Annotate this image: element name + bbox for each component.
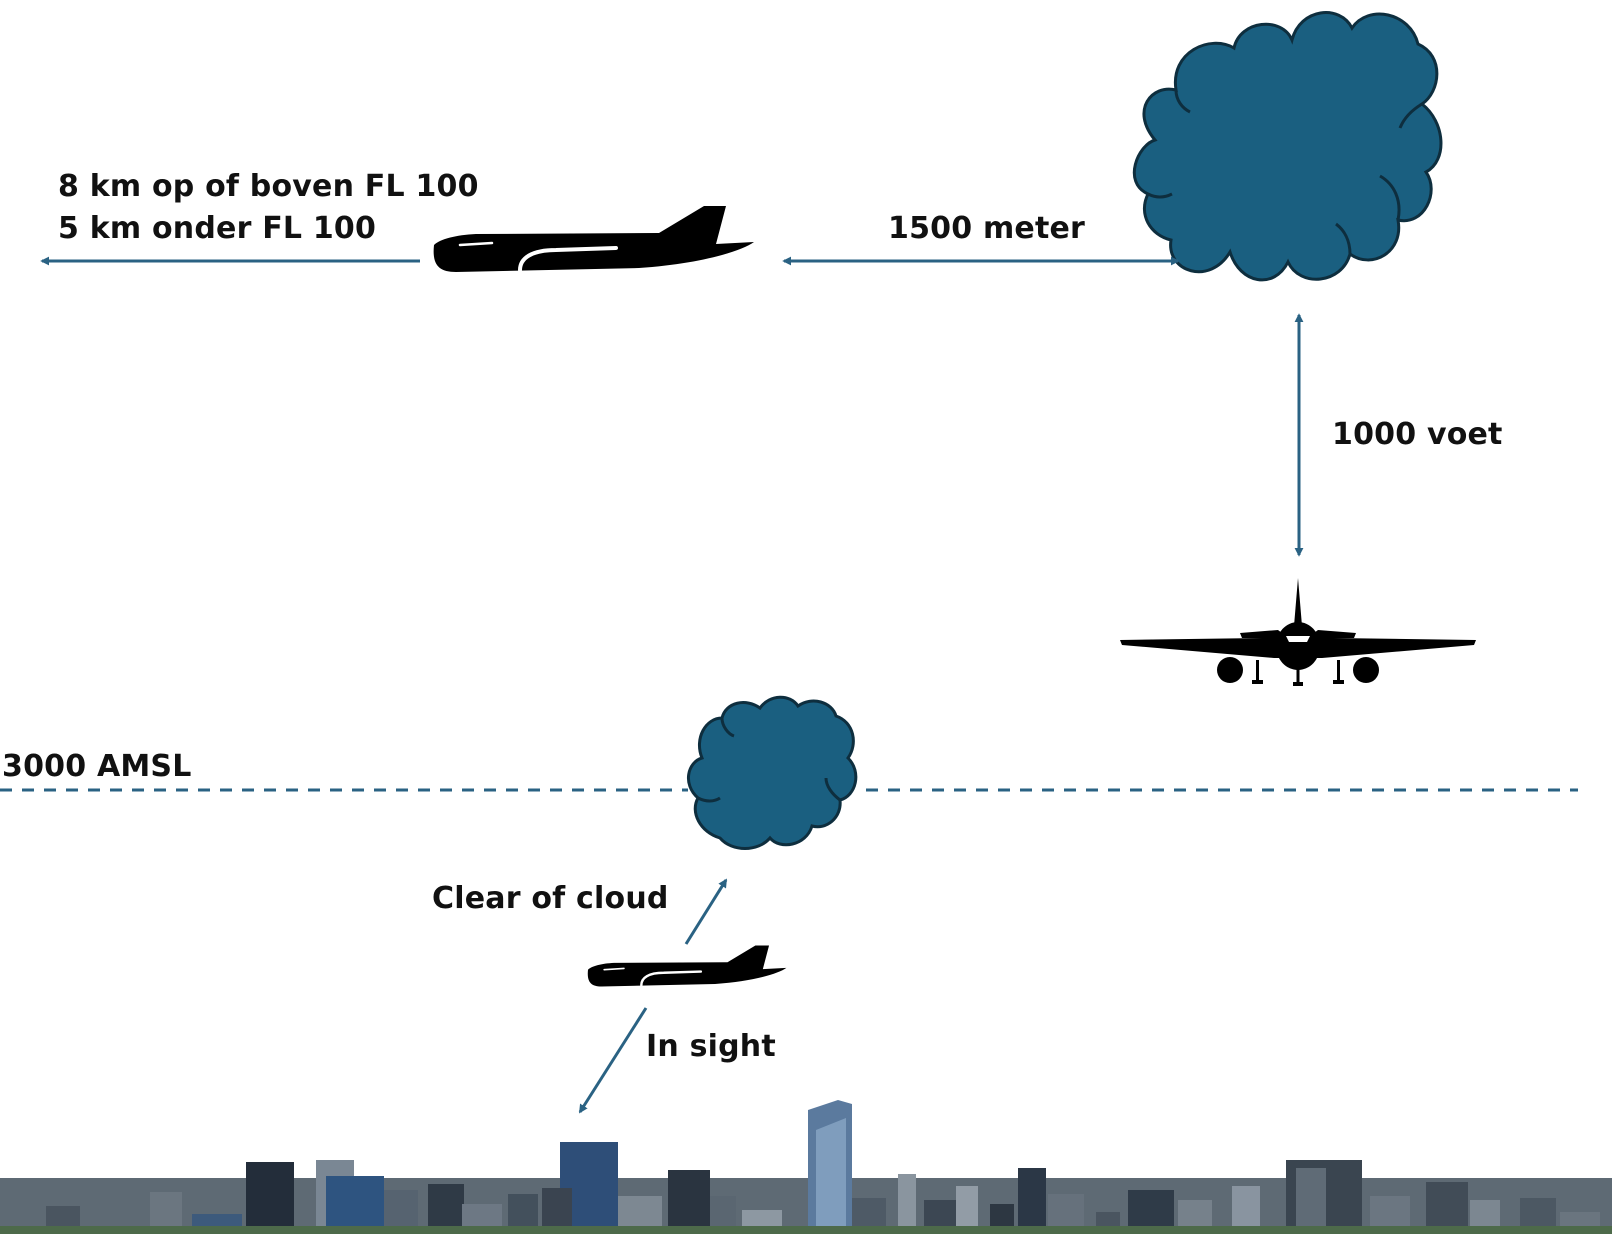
horizontal-distance-label: 1500 meter (888, 211, 1086, 246)
small-cloud-icon (687, 695, 858, 850)
large-cloud-icon (1132, 11, 1443, 282)
altitude-line-label: 3000 AMSL (2, 749, 192, 784)
visibility-above-fl100-label: 8 km op of boven FL 100 (58, 169, 479, 204)
airplane-side-icon (431, 204, 756, 274)
clear-of-cloud-arrow (684, 878, 728, 945)
airplane-front-icon (1120, 578, 1476, 686)
visibility-below-fl100-label: 5 km onder FL 100 (58, 211, 377, 246)
in-sight-arrow (578, 1007, 648, 1114)
city-skyline (0, 1100, 1612, 1234)
clear-of-cloud-label: Clear of cloud (432, 881, 669, 916)
airplane-side-small-icon (586, 944, 788, 988)
vertical-distance-label: 1000 voet (1332, 417, 1503, 452)
in-sight-label: In sight (646, 1029, 776, 1064)
